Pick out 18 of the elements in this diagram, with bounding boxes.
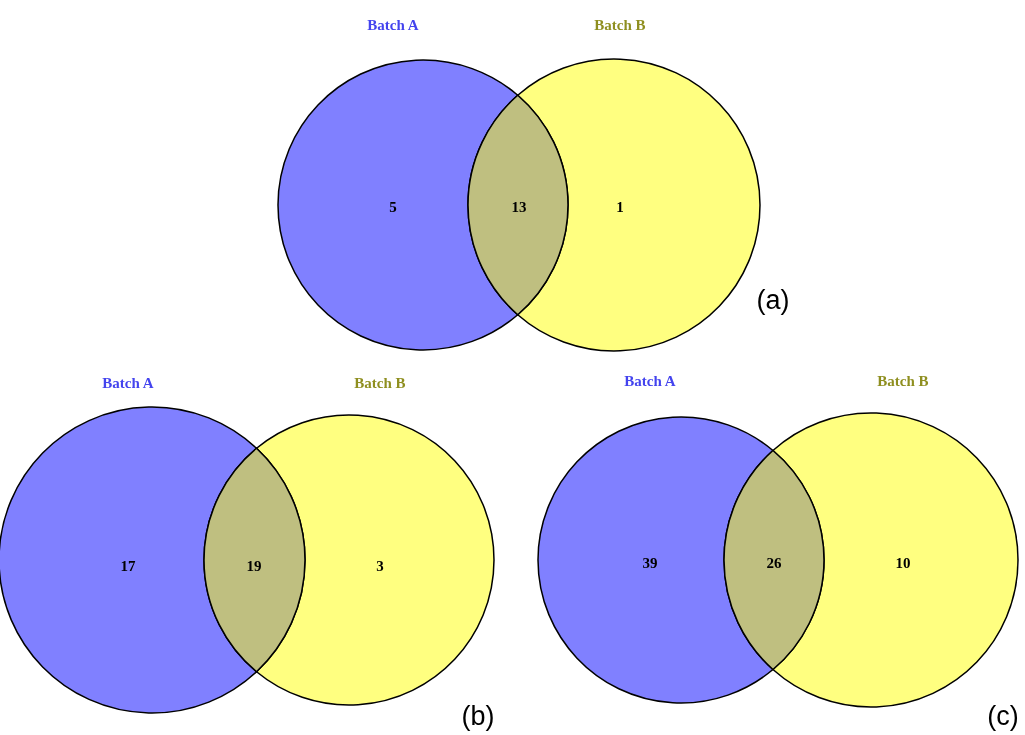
count-label: 39 [642, 554, 658, 572]
set-label: Batch B [594, 16, 646, 34]
count-label: 26 [766, 554, 782, 572]
count-label: 3 [376, 557, 384, 575]
count-label: 19 [246, 557, 262, 575]
set-label: Batch A [367, 16, 419, 34]
count-label: 17 [120, 557, 136, 575]
set-label: Batch B [877, 372, 929, 390]
panel-label: (b) [461, 700, 495, 732]
count-label: 5 [389, 198, 397, 216]
panel-label: (a) [756, 284, 790, 316]
set-label: Batch B [354, 374, 406, 392]
count-label: 1 [616, 198, 624, 216]
panel-label: (c) [987, 700, 1019, 732]
count-label: 10 [895, 554, 911, 572]
count-label: 13 [511, 198, 527, 216]
set-label: Batch A [624, 372, 676, 390]
set-label: Batch A [102, 374, 154, 392]
